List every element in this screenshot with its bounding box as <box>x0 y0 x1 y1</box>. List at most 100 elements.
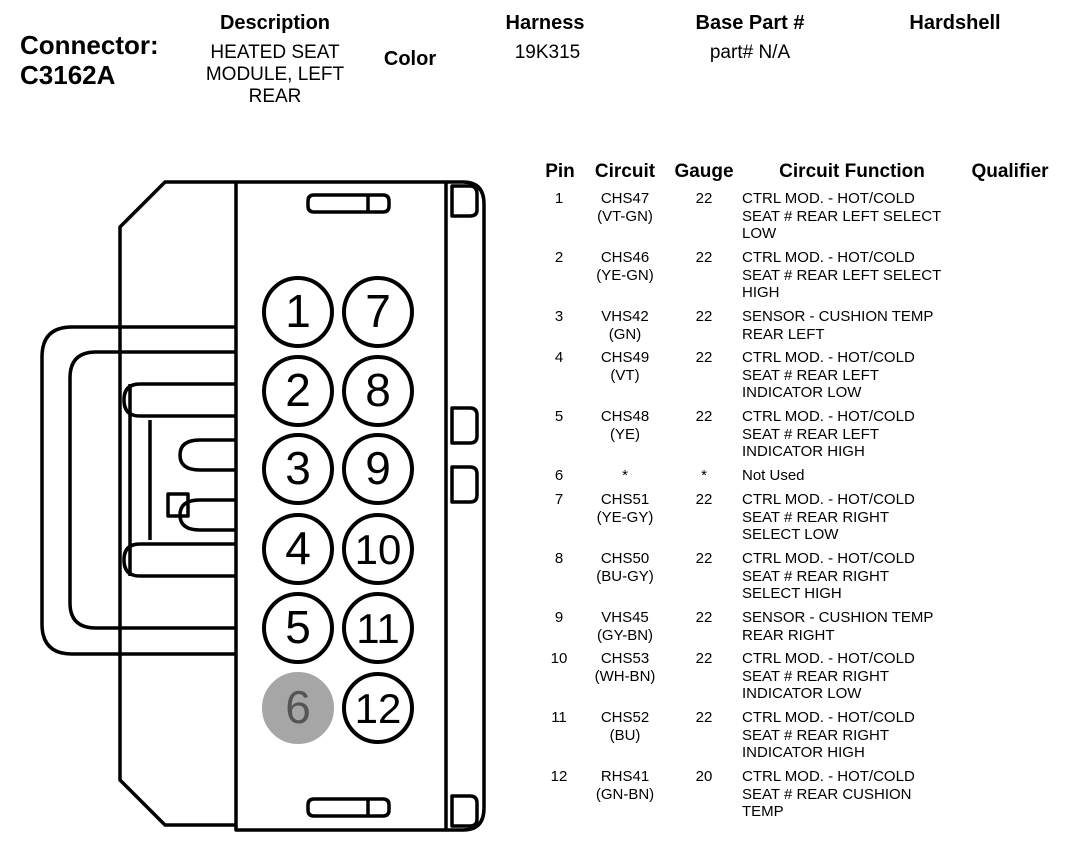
circuit-line: (BU) <box>609 726 641 744</box>
pin-cell: 7 <box>554 491 564 508</box>
function-line: Not Used <box>742 467 805 484</box>
gauge-cell: 22 <box>695 609 713 626</box>
function-line: SELECT LOW <box>742 526 839 543</box>
description-value: HEATED SEAT MODULE, LEFT REAR <box>180 42 370 108</box>
hardshell-label: Hardshell <box>909 12 1001 34</box>
pin-cell: 6 <box>554 467 564 484</box>
column-header-circuit-function: Circuit Function <box>779 161 925 182</box>
column-header-qualifier: Qualifier <box>971 161 1049 182</box>
pin-number-label: 4 <box>285 522 311 574</box>
circuit-line: (GY-BN) <box>596 626 654 644</box>
function-line: INDICATOR LOW <box>742 384 862 401</box>
function-line: HIGH <box>742 284 780 301</box>
gauge-cell: * <box>701 467 707 484</box>
function-line: REAR LEFT <box>742 325 825 343</box>
pin-number-label: 12 <box>355 685 402 732</box>
circuit-line: (VT) <box>610 366 640 384</box>
description-line: REAR <box>248 86 302 107</box>
circuit-line: CHS49 <box>600 349 650 366</box>
pin-cavity-5 <box>262 592 334 664</box>
circuit-line: * <box>622 467 628 484</box>
function-line: CTRL MOD. - HOT/COLD <box>742 349 915 366</box>
circuit-line: (YE) <box>610 425 640 443</box>
circuit-function-cell: Not Used <box>742 467 967 485</box>
pin-number-label: 11 <box>356 605 400 652</box>
function-line: INDICATOR HIGH <box>742 443 865 460</box>
gauge-cell: 22 <box>695 408 713 425</box>
function-line: LOW <box>742 225 777 242</box>
pin-cell: 11 <box>551 709 567 726</box>
description-line: HEATED SEAT <box>210 42 340 63</box>
pin-cell: 8 <box>554 550 564 567</box>
function-line: SENSOR - CUSHION TEMP <box>742 609 934 626</box>
function-line: SEAT # REAR LEFT <box>742 425 879 443</box>
circuit-cell: VHS45(GY-BN) <box>575 609 675 644</box>
circuit-line: (GN) <box>608 325 642 343</box>
pin-cavity-4 <box>262 513 334 585</box>
circuit-cell: VHS42(GN) <box>575 308 675 343</box>
function-line: INDICATOR HIGH <box>742 744 865 761</box>
circuit-line: CHS47 <box>600 190 650 207</box>
circuit-line: CHS51 <box>600 491 650 508</box>
pin-number-label: 5 <box>285 601 311 653</box>
pin-cavity-9 <box>342 433 414 505</box>
pin-number-label: 2 <box>285 364 311 416</box>
function-line: SEAT # REAR RIGHT <box>742 508 889 526</box>
circuit-cell: CHS50(BU-GY) <box>575 550 675 585</box>
pin-cell: 5 <box>554 408 564 425</box>
circuit-cell: * <box>575 467 675 485</box>
harness-value: 19K315 <box>514 42 581 63</box>
pin-cavity-6 <box>262 672 334 744</box>
pin-cell: 4 <box>554 349 564 366</box>
circuit-cell: CHS53(WH-BN) <box>575 650 675 685</box>
circuit-line: CHS48 <box>600 408 650 425</box>
function-line: CTRL MOD. - HOT/COLD <box>742 190 915 207</box>
color-label: Color <box>383 48 437 70</box>
circuit-cell: CHS46(YE-GN) <box>575 249 675 284</box>
gauge-cell: 22 <box>695 491 713 508</box>
circuit-line: CHS46 <box>600 249 650 266</box>
pin-number-label: 8 <box>365 364 391 416</box>
pin-cell: 2 <box>554 249 564 266</box>
gauge-cell: 22 <box>695 650 713 667</box>
function-line: SEAT # REAR CUSHION <box>742 785 912 803</box>
pin-cavity-11 <box>342 592 414 664</box>
circuit-cell: CHS51(YE-GY) <box>575 491 675 526</box>
pin-number-label: 10 <box>355 526 402 573</box>
circuit-line: CHS50 <box>600 550 650 567</box>
pin-cavity-8 <box>342 355 414 427</box>
pin-cell: 12 <box>550 768 568 785</box>
circuit-line: (GN-BN) <box>595 785 655 803</box>
pin-number-label: 1 <box>285 285 311 337</box>
function-line: SENSOR - CUSHION TEMP <box>742 308 934 325</box>
function-line: TEMP <box>742 803 784 820</box>
gauge-cell: 22 <box>695 308 713 325</box>
description-line: MODULE, LEFT <box>205 64 345 85</box>
circuit-line: CHS52 <box>600 709 650 726</box>
circuit-line: RHS41 <box>600 768 650 785</box>
pin-number-label: 3 <box>285 442 311 494</box>
circuit-line: (YE-GN) <box>596 266 654 284</box>
function-line: SEAT # REAR LEFT SELECT <box>742 266 942 284</box>
circuit-line: VHS42 <box>601 308 649 325</box>
circuit-cell: CHS52(BU) <box>575 709 675 744</box>
pin-number-label: 7 <box>365 285 391 337</box>
circuit-cell: CHS48(YE) <box>575 408 675 443</box>
gauge-cell: 22 <box>695 249 713 266</box>
pin-cell: 1 <box>554 190 564 207</box>
circuit-line: VHS45 <box>601 609 649 626</box>
function-line: REAR RIGHT <box>742 626 835 644</box>
function-line: SEAT # REAR LEFT <box>742 366 879 384</box>
function-line: SEAT # REAR LEFT SELECT <box>742 207 942 225</box>
circuit-line: (YE-GY) <box>596 508 654 526</box>
circuit-line: (VT-GN) <box>597 207 653 225</box>
pin-cavity-3 <box>262 433 334 505</box>
circuit-cell: CHS47(VT-GN) <box>575 190 675 225</box>
function-line: CTRL MOD. - HOT/COLD <box>742 408 915 425</box>
function-line: INDICATOR LOW <box>742 685 862 702</box>
function-line: CTRL MOD. - HOT/COLD <box>742 550 915 567</box>
gauge-cell: 22 <box>695 190 713 207</box>
